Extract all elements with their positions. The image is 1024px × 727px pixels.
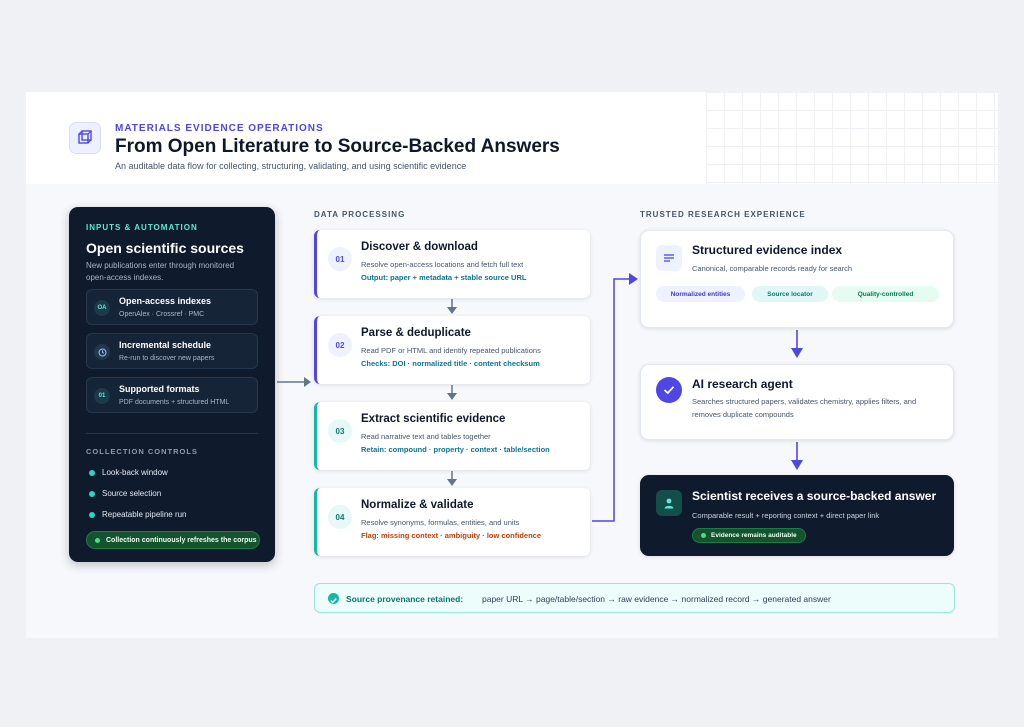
- step-title: Discover & download: [361, 241, 478, 253]
- control-item: Look-back window: [89, 468, 168, 477]
- provenance-bar: Source provenance retained: paper URL → …: [314, 583, 955, 613]
- source-card-formats: 01 Supported formats PDF documents + str…: [86, 377, 258, 413]
- list-icon: [656, 245, 682, 271]
- source-card-title: Supported formats: [119, 384, 200, 394]
- arrow-right-icon: [277, 377, 311, 387]
- bullet-dot: [89, 469, 95, 476]
- format-icon: 01: [94, 388, 110, 404]
- connector-arrow-icon: [592, 273, 638, 522]
- provenance-label: Source provenance retained:: [346, 594, 464, 604]
- oa-icon: OA: [94, 300, 110, 316]
- source-card-subtitle: Re-run to discover new papers: [119, 355, 215, 362]
- checkmark-icon: [656, 377, 682, 403]
- provenance-chain: paper URL → page/table/section → raw evi…: [482, 594, 831, 604]
- step-card-normalize: 04 Normalize & validate Resolve synonyms…: [314, 488, 590, 556]
- tag-source-locator: Source locator: [752, 286, 828, 302]
- controls-label: COLLECTION CONTROLS: [86, 447, 198, 456]
- source-card-open-access: OA Open-access indexes OpenAlex · Crossr…: [86, 289, 258, 325]
- control-item: Source selection: [89, 489, 161, 498]
- control-label: Repeatable pipeline run: [102, 510, 187, 519]
- inputs-title: Open scientific sources: [86, 240, 244, 256]
- source-card-subtitle: OpenAlex · Crossref · PMC: [119, 311, 205, 318]
- index-description: Canonical, comparable records ready for …: [692, 264, 853, 273]
- inputs-section-label: INPUTS & AUTOMATION: [86, 223, 198, 232]
- agent-title: AI research agent: [692, 377, 793, 391]
- arrow-down-icon: [447, 471, 457, 486]
- page-title: From Open Literature to Source-Backed An…: [115, 136, 560, 157]
- evidence-index-card: Structured evidence index Canonical, com…: [640, 230, 954, 328]
- step-output: Output: paper + metadata + stable source…: [361, 273, 527, 282]
- scientist-title: Scientist receives a source-backed answe…: [692, 489, 937, 503]
- scientist-description: Comparable result + reporting context + …: [692, 511, 880, 520]
- scientist-answer-card: Scientist receives a source-backed answe…: [640, 475, 954, 556]
- source-card-schedule: Incremental schedule Re-run to discover …: [86, 333, 258, 369]
- step-output: Flag: missing context · ambiguity · low …: [361, 531, 542, 540]
- page-subtitle: An auditable data flow for collecting, s…: [115, 161, 467, 171]
- eyebrow: MATERIALS EVIDENCE OPERATIONS: [115, 123, 324, 134]
- step-output: Checks: DOI · normalized title · content…: [361, 359, 540, 368]
- person-icon: [656, 490, 682, 516]
- step-number: 04: [328, 505, 352, 529]
- inputs-panel: INPUTS & AUTOMATION Open scientific sour…: [69, 207, 275, 562]
- step-description: Resolve synonyms, formulas, entities, an…: [361, 518, 520, 527]
- control-label: Look-back window: [102, 468, 168, 477]
- step-card-discover: 01 Discover & download Resolve open-acce…: [314, 230, 590, 298]
- step-number: 01: [328, 247, 352, 271]
- arrow-down-icon: [791, 330, 803, 358]
- status-pill: Collection continuously refreshes the co…: [86, 531, 260, 549]
- step-number: 03: [328, 419, 352, 443]
- step-title: Extract scientific evidence: [361, 413, 506, 425]
- status-pill-label: Collection continuously refreshes the co…: [106, 536, 257, 544]
- divider: [86, 433, 258, 434]
- index-title: Structured evidence index: [692, 243, 843, 257]
- arrow-down-icon: [447, 385, 457, 400]
- ai-agent-card: AI research agent Searches structured pa…: [640, 364, 954, 440]
- agent-description: Searches structured papers, validates ch…: [692, 397, 917, 419]
- step-card-parse: 02 Parse & deduplicate Read PDF or HTML …: [314, 316, 590, 384]
- step-title: Normalize & validate: [361, 499, 474, 511]
- step-description: Resolve open-access locations and fetch …: [361, 260, 524, 269]
- bullet-dot: [89, 511, 95, 518]
- logo-cube-icon: [69, 122, 101, 154]
- status-dot: [701, 533, 706, 538]
- control-label: Source selection: [102, 489, 162, 498]
- step-number: 02: [328, 333, 352, 357]
- step-description: Read PDF or HTML and identify repeated p…: [361, 346, 541, 355]
- step-output: Retain: compound · property · context · …: [361, 445, 550, 454]
- step-card-extract: 03 Extract scientific evidence Read narr…: [314, 402, 590, 470]
- tag-quality: Quality-controlled: [832, 286, 939, 302]
- header: MATERIALS EVIDENCE OPERATIONS From Open …: [26, 92, 998, 184]
- check-circle-icon: [328, 593, 339, 604]
- bullet-dot: [89, 490, 95, 497]
- source-card-title: Incremental schedule: [119, 340, 212, 350]
- research-label: TRUSTED RESEARCH EXPERIENCE: [640, 210, 806, 219]
- tag-normalized: Normalized entities: [656, 286, 745, 302]
- clock-icon: [94, 344, 110, 360]
- auditable-pill: Evidence remains auditable: [692, 528, 806, 543]
- control-item: Repeatable pipeline run: [89, 510, 187, 519]
- step-title: Parse & deduplicate: [361, 327, 471, 339]
- source-card-subtitle: PDF documents + structured HTML: [119, 399, 230, 406]
- inputs-description: New publications enter through monitored…: [86, 261, 235, 282]
- grid-decoration: [706, 92, 998, 184]
- auditable-pill-label: Evidence remains auditable: [711, 532, 797, 539]
- processing-label: DATA PROCESSING: [314, 210, 406, 219]
- source-card-title: Open-access indexes: [119, 296, 212, 306]
- arrow-down-icon: [447, 299, 457, 314]
- arrow-down-icon: [791, 442, 803, 470]
- step-description: Read narrative text and tables together: [361, 432, 491, 441]
- status-dot: [95, 537, 100, 543]
